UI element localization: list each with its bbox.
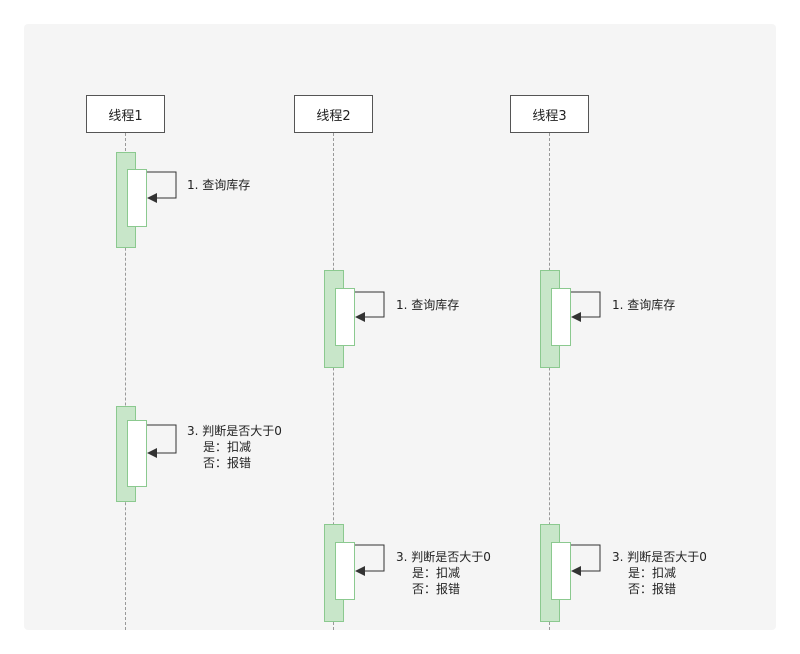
- t1-query-label: 1. 查询库存: [187, 178, 251, 192]
- t1-self-call-query: [127, 169, 147, 227]
- lifeline-2-label: 线程2: [316, 108, 351, 124]
- t3-check-title: 3. 判断是否大于0: [612, 550, 707, 564]
- t3-check-arrow: [571, 544, 601, 576]
- t2-self-call-check: [335, 542, 355, 600]
- t2-query-arrow: [355, 291, 385, 322]
- lifeline-2-header: 线程2: [294, 95, 373, 133]
- lifeline-2-line: [333, 133, 334, 630]
- t2-self-call-query: [335, 288, 355, 346]
- t3-self-call-query: [551, 288, 571, 346]
- t2-check-title: 3. 判断是否大于0: [396, 550, 491, 564]
- lifeline-1-line: [125, 133, 126, 630]
- lifeline-3-header: 线程3: [510, 95, 589, 133]
- lifeline-3-line: [549, 133, 550, 630]
- lifeline-3-label: 线程3: [532, 108, 567, 124]
- t3-check-no: 否：报错: [628, 582, 677, 596]
- t3-check-yes: 是：扣减: [628, 566, 677, 580]
- t1-self-call-check: [127, 420, 147, 487]
- t2-query-label: 1. 查询库存: [396, 298, 460, 312]
- t2-check-yes: 是：扣减: [412, 566, 461, 580]
- t3-query-arrow: [571, 291, 601, 322]
- t1-check-title: 3. 判断是否大于0: [187, 424, 282, 438]
- t1-check-no: 否：报错: [203, 456, 252, 470]
- t3-self-call-check: [551, 542, 571, 600]
- lifeline-1-label: 线程1: [108, 108, 143, 124]
- t1-query-arrow: [147, 171, 177, 203]
- t1-check-yes: 是：扣减: [203, 440, 252, 454]
- t3-query-label: 1. 查询库存: [612, 298, 676, 312]
- t1-check-arrow: [147, 424, 177, 458]
- lifeline-1-header: 线程1: [86, 95, 165, 133]
- t2-check-no: 否：报错: [412, 582, 461, 596]
- t2-check-arrow: [355, 544, 385, 576]
